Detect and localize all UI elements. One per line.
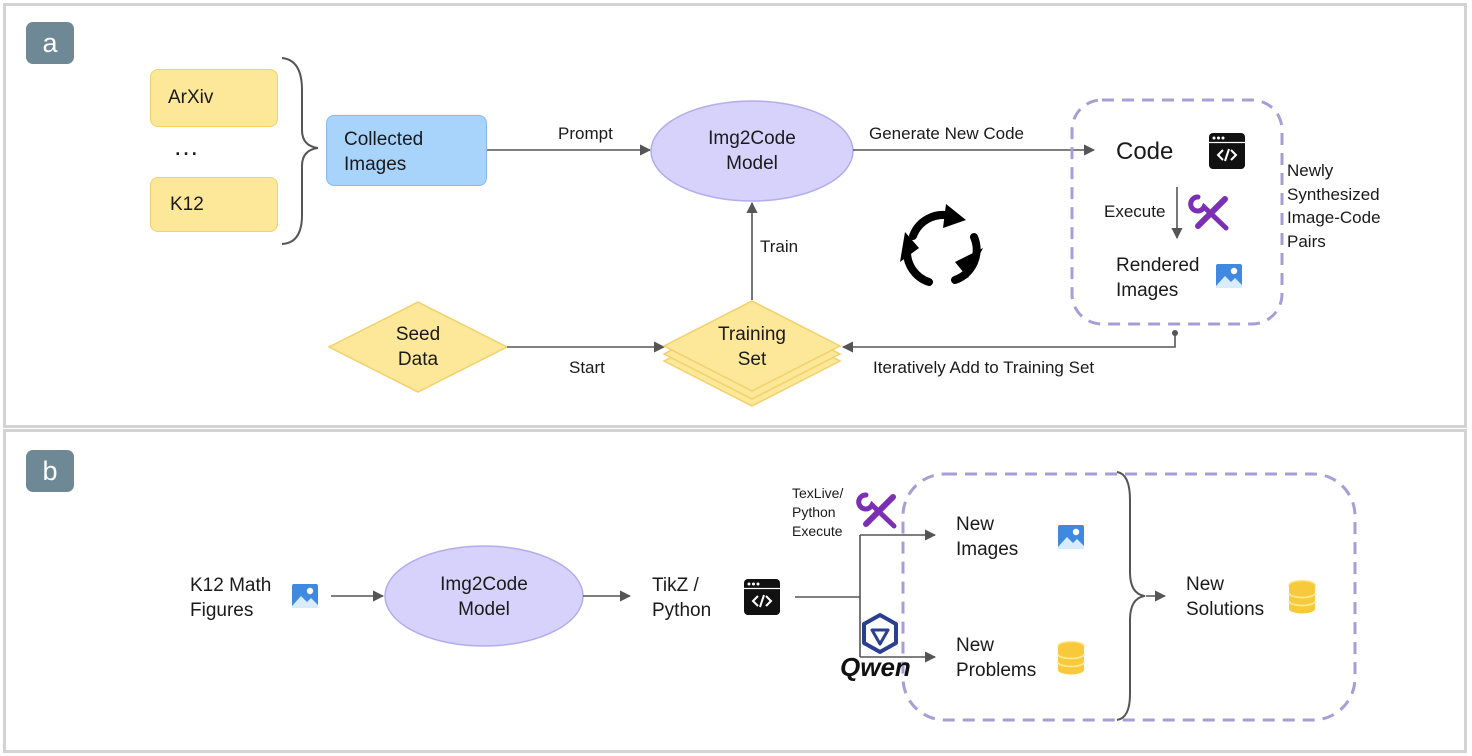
new-problems-label: New Problems [956,635,1037,681]
img2code-model-label-a: Img2Code Model [708,128,796,174]
tikz-python-label: TikZ / Python [652,575,712,621]
training-set-label: Training Set [718,324,786,370]
image-icon [1055,522,1087,552]
qwen-logo-text: Qwen [840,652,911,682]
qwen-logo-icon [862,613,898,654]
new-images-label: New Images [956,514,1019,560]
code-label: Code [1116,138,1174,165]
synth-group-border [1070,98,1284,326]
database-icon [1288,579,1316,615]
texlive-execute-label: TexLive/ Python Execute [792,485,844,539]
seed-data-diamond [327,301,509,393]
synthesized-pairs-label: Newly Synthesized Image-Code Pairs [1287,161,1381,251]
iterative-add-label: Iteratively Add to Training Set [873,358,1095,377]
panel-a-badge: a [26,22,74,64]
source-k12-label: K12 [170,194,204,215]
source-arxiv-label: ArXiv [168,87,214,108]
train-label: Train [760,237,799,256]
image-icon [1213,261,1245,291]
code-icon [1208,132,1246,170]
start-label: Start [569,358,605,377]
tools-icon [1191,197,1226,228]
source-arxiv-box: ArXiv [150,69,278,127]
execute-label: Execute [1104,202,1166,221]
collected-images-box: Collected Images [326,115,487,186]
source-k12-box: K12 [150,177,278,232]
new-solutions-label: New Solutions [1186,574,1265,620]
database-icon [1057,640,1085,676]
outputs-brace [1116,471,1146,721]
rendered-images-label: Rendered Images [1116,255,1200,301]
training-set-diamond [662,300,842,392]
collected-images-label: Collected Images [344,129,424,175]
outputs-group-border [901,472,1357,722]
img2code-model-ellipse-a [650,100,854,202]
sources-brace [281,57,319,245]
img2code-model-label-b: Img2Code Model [440,574,528,620]
code-icon [743,578,781,616]
sources-ellipsis: … [173,131,202,161]
tools-icon [859,495,894,526]
prompt-label: Prompt [558,124,613,143]
k12-figures-label: K12 Math Figures [190,575,272,621]
generate-code-label: Generate New Code [869,124,1024,143]
panel-b [3,429,1467,753]
image-icon [289,581,321,611]
panel-b-badge: b [26,450,74,492]
seed-data-label: Seed Data [395,324,441,370]
